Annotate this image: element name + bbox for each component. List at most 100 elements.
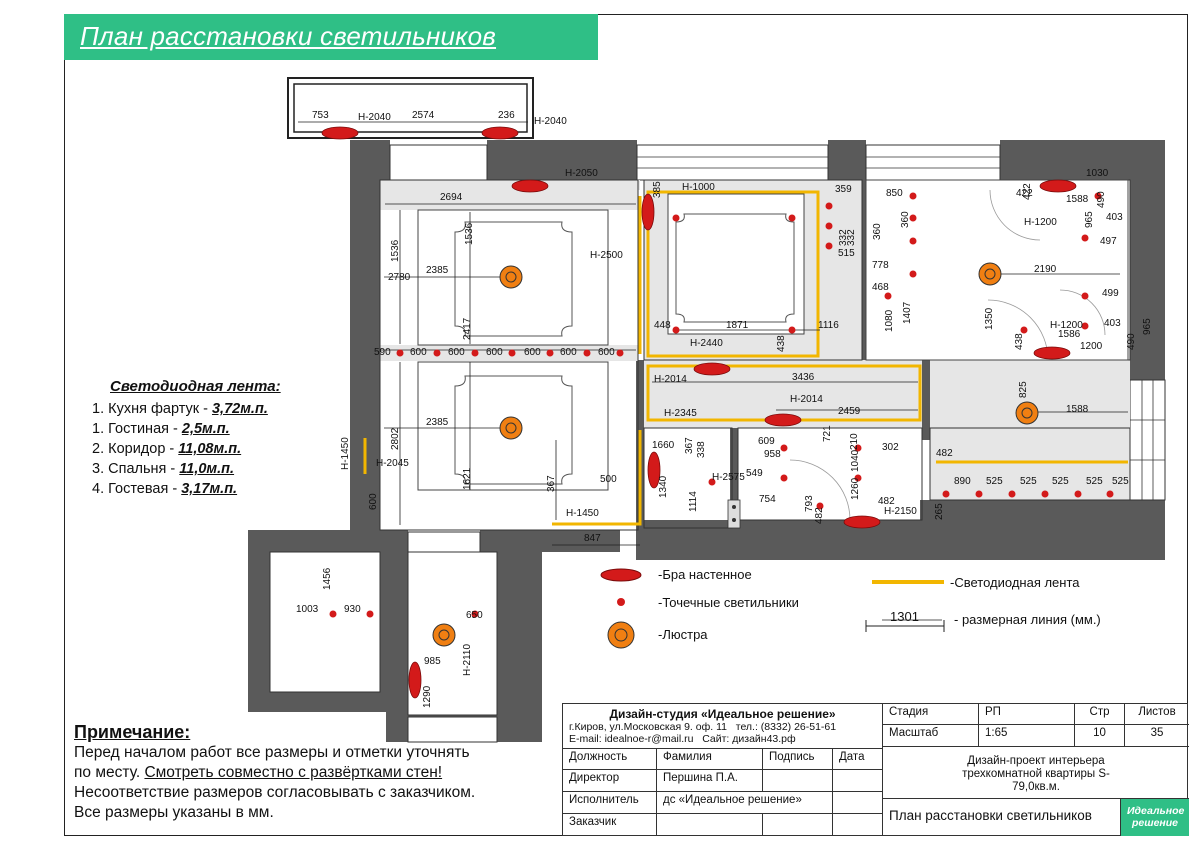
svg-text:1114: 1114 bbox=[688, 491, 699, 512]
svg-text:965: 965 bbox=[1084, 211, 1095, 228]
svg-text:H-2440: H-2440 bbox=[690, 338, 723, 349]
legend-led: -Светодиодная лента bbox=[950, 575, 1080, 590]
vertical-dimension-labels: 1536 1536 2417 2802 1621 367 H-1450 600 … bbox=[322, 183, 1153, 708]
svg-text:385: 385 bbox=[652, 181, 663, 198]
legend-dim-value: 1301 bbox=[890, 609, 919, 624]
legend-chandelier: -Люстра bbox=[658, 627, 708, 642]
svg-text:600: 600 bbox=[368, 493, 379, 510]
svg-text:482: 482 bbox=[878, 496, 895, 507]
led-strip-summary: Светодиодная лента: 1. Кухня фартук - 3,… bbox=[92, 378, 332, 499]
director-label: Директор bbox=[563, 770, 657, 792]
note-title: Примечание: bbox=[74, 722, 191, 742]
svg-text:2802: 2802 bbox=[390, 427, 401, 450]
svg-text:H-1200: H-1200 bbox=[1050, 320, 1083, 331]
svg-text:600: 600 bbox=[560, 347, 577, 358]
svg-text:958: 958 bbox=[764, 449, 781, 460]
svg-text:1340: 1340 bbox=[658, 475, 669, 498]
led-item: 2. Коридор - 11,08м.п. bbox=[92, 441, 242, 457]
svg-text:1290: 1290 bbox=[422, 685, 433, 708]
svg-text:499: 499 bbox=[1102, 288, 1119, 299]
legend-sconce: -Бра настенное bbox=[658, 567, 752, 582]
svg-text:H-1200: H-1200 bbox=[1024, 217, 1057, 228]
svg-text:2190: 2190 bbox=[1034, 264, 1057, 275]
date-label: Дата bbox=[833, 749, 883, 770]
svg-text:600: 600 bbox=[486, 347, 503, 358]
note-line: Все размеры указаны в мм. bbox=[74, 804, 274, 821]
svg-text:600: 600 bbox=[410, 347, 427, 358]
svg-text:3436: 3436 bbox=[792, 372, 815, 383]
svg-text:403: 403 bbox=[1106, 212, 1123, 223]
scale-value: 1:65 bbox=[979, 725, 1075, 747]
svg-text:2385: 2385 bbox=[426, 265, 449, 276]
svg-text:359: 359 bbox=[835, 184, 852, 195]
svg-text:1116: 1116 bbox=[818, 320, 839, 331]
walls bbox=[248, 140, 1165, 742]
note-line: по месту. Смотреть совместно с развёртка… bbox=[74, 764, 443, 781]
svg-text:825: 825 bbox=[1018, 381, 1029, 398]
svg-text:1588: 1588 bbox=[1066, 404, 1089, 415]
svg-text:H-1450: H-1450 bbox=[340, 437, 351, 470]
svg-text:468: 468 bbox=[872, 282, 889, 293]
executor-date bbox=[833, 792, 883, 814]
svg-text:1200: 1200 bbox=[1080, 341, 1103, 352]
signature-label: Подпись bbox=[763, 749, 833, 770]
led-strips bbox=[363, 190, 1128, 526]
svg-text:422: 422 bbox=[1022, 183, 1033, 200]
led-summary-title: Светодиодная лента: bbox=[110, 378, 281, 395]
svg-text:2385: 2385 bbox=[426, 417, 449, 428]
svg-text:332: 332 bbox=[838, 229, 849, 246]
svg-text:482: 482 bbox=[814, 507, 825, 524]
svg-text:525: 525 bbox=[1020, 476, 1037, 487]
svg-text:482: 482 bbox=[936, 448, 953, 459]
led-item: 1. Кухня фартук - 3,72м.п. bbox=[92, 401, 268, 417]
svg-text:1260: 1260 bbox=[850, 477, 861, 500]
svg-text:590: 590 bbox=[374, 347, 391, 358]
svg-text:1621: 1621 bbox=[462, 467, 473, 490]
svg-text:1536: 1536 bbox=[390, 239, 401, 262]
customer-date bbox=[833, 814, 883, 836]
svg-text:1350: 1350 bbox=[984, 307, 995, 330]
svg-text:2780: 2780 bbox=[388, 272, 411, 283]
svg-text:H-2050: H-2050 bbox=[565, 168, 598, 179]
svg-text:1536: 1536 bbox=[464, 222, 475, 245]
director-signature bbox=[763, 770, 833, 792]
legend-spot: -Точечные светильники bbox=[658, 595, 799, 610]
svg-text:H-2014: H-2014 bbox=[790, 394, 823, 405]
customer-name bbox=[657, 814, 763, 836]
sconces bbox=[321, 126, 1077, 699]
svg-text:985: 985 bbox=[424, 656, 441, 667]
svg-text:515: 515 bbox=[838, 248, 855, 259]
svg-text:600: 600 bbox=[598, 347, 615, 358]
svg-text:600: 600 bbox=[448, 347, 465, 358]
svg-text:360: 360 bbox=[900, 211, 911, 228]
svg-text:490: 490 bbox=[1096, 191, 1107, 208]
customer-signature bbox=[763, 814, 833, 836]
stage-value: РП bbox=[979, 704, 1075, 725]
note-line: Перед началом работ все размеры и отметк… bbox=[74, 744, 470, 761]
svg-text:2459: 2459 bbox=[838, 406, 861, 417]
svg-text:721: 721 bbox=[822, 425, 833, 442]
svg-text:2417: 2417 bbox=[462, 317, 473, 340]
svg-text:778: 778 bbox=[872, 260, 889, 271]
svg-text:1040: 1040 bbox=[850, 449, 861, 472]
svg-text:525: 525 bbox=[1052, 476, 1069, 487]
page-value: 10 bbox=[1075, 725, 1125, 747]
svg-text:H-2345: H-2345 bbox=[664, 408, 697, 419]
svg-text:753: 753 bbox=[312, 110, 329, 121]
dimension-lines bbox=[298, 121, 1128, 621]
svg-text:600: 600 bbox=[524, 347, 541, 358]
stage-label: Стадия bbox=[883, 704, 979, 725]
svg-text:H-1450: H-1450 bbox=[566, 508, 599, 519]
svg-text:H-2110: H-2110 bbox=[462, 644, 473, 676]
page-title: План расстановки светильников bbox=[80, 21, 497, 51]
svg-text:1871: 1871 bbox=[726, 320, 749, 331]
svg-text:2574: 2574 bbox=[412, 110, 435, 121]
title-banner: План расстановки светильников bbox=[64, 14, 598, 60]
svg-text:2694: 2694 bbox=[440, 192, 463, 203]
svg-text:525: 525 bbox=[1086, 476, 1103, 487]
svg-text:438: 438 bbox=[1014, 333, 1025, 350]
svg-text:448: 448 bbox=[654, 320, 671, 331]
director-date bbox=[833, 770, 883, 792]
svg-text:367: 367 bbox=[684, 437, 695, 454]
